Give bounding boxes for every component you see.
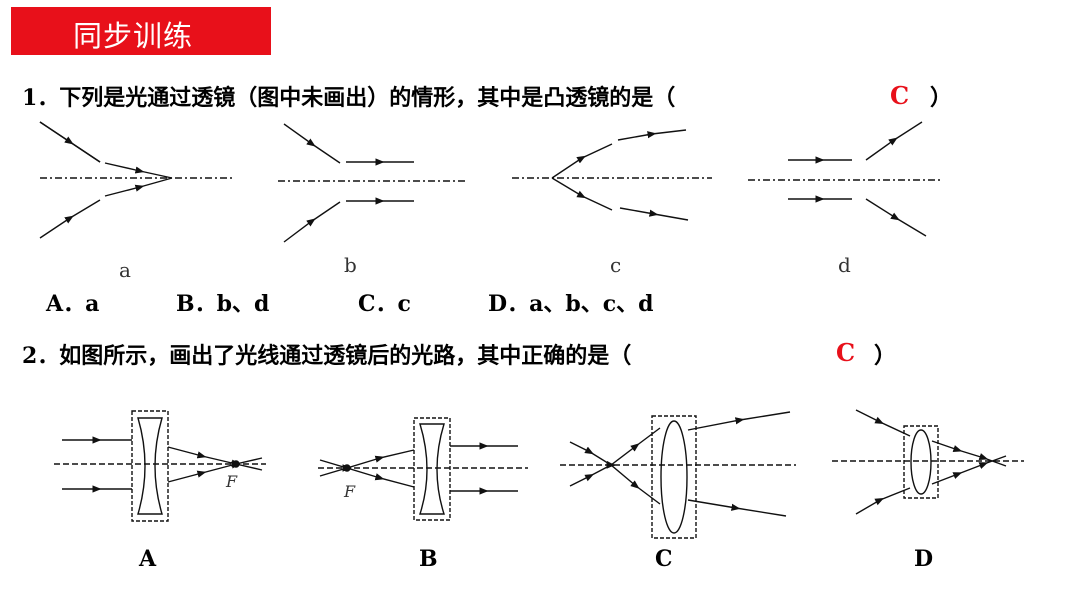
question2-close-paren: ） [874, 343, 897, 369]
figure-label-b: b [344, 253, 357, 277]
figure-d [748, 121, 940, 237]
question1-answer: C [890, 81, 910, 110]
question1-option-c: C．c [358, 291, 411, 317]
figure-label-C: C [655, 546, 673, 572]
question1-text: 1．下列是光通过透镜（图中未画出）的情形，其中是凸透镜的是（ [22, 80, 675, 112]
figure-label-A: A [139, 546, 157, 572]
figure-label-c: c [610, 253, 622, 277]
figure-label-d: d [838, 253, 851, 277]
question2-stem: 2．如图所示，画出了光线通过透镜后的光路，其中正确的是（ [22, 343, 632, 369]
figure-label-B: B [419, 546, 438, 572]
figure-C [560, 411, 796, 539]
question1-option-b: B．b、d [176, 291, 270, 317]
figure-c [512, 129, 712, 221]
question1-stem: 1．下列是光通过透镜（图中未画出）的情形，其中是凸透镜的是（ [22, 85, 676, 111]
question2-text: 2．如图所示，画出了光线通过透镜后的光路，其中正确的是（ [22, 338, 631, 370]
focus-label-B: F [344, 482, 356, 501]
header-banner: 同步训练 [11, 7, 271, 55]
header-title: 同步训练 [73, 19, 194, 53]
figure-D [832, 409, 1024, 515]
figure-label-a: a [119, 258, 131, 282]
figure-B [318, 417, 528, 521]
question1-option-d: D．a、b、c、d [488, 291, 654, 317]
question1-close-paren: ） [930, 85, 953, 111]
figure-a [39, 121, 232, 239]
figure-b [278, 123, 468, 243]
figure-label-D: D [914, 546, 934, 572]
figure-A [54, 410, 266, 522]
question2-answer: C [836, 338, 856, 367]
question1-option-a: A．a [46, 291, 100, 317]
focus-label-A: F [226, 472, 238, 491]
